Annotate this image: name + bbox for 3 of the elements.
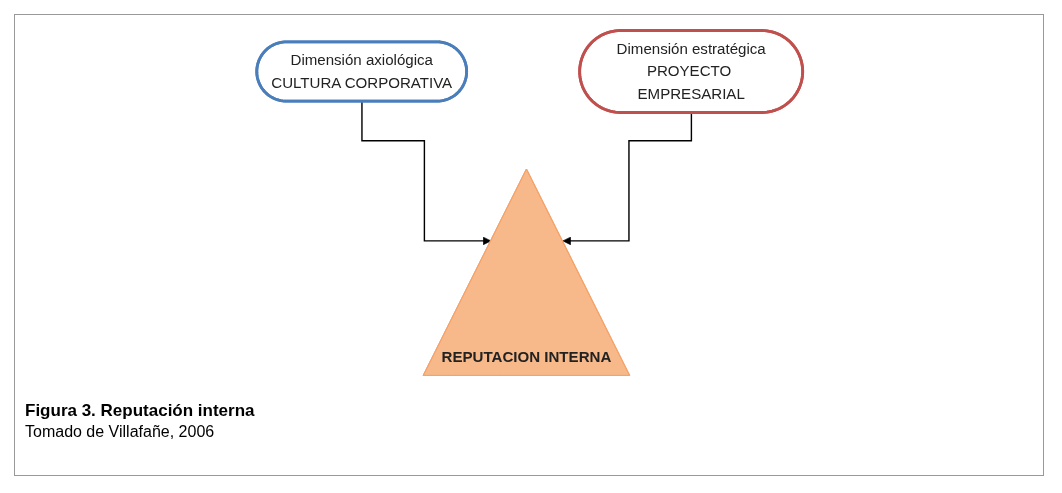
source-note: Tomado de Villafañe, 2006 <box>25 423 215 441</box>
figure-caption: Figura 3. Reputación interna <box>25 401 255 421</box>
arrow <box>562 112 693 246</box>
